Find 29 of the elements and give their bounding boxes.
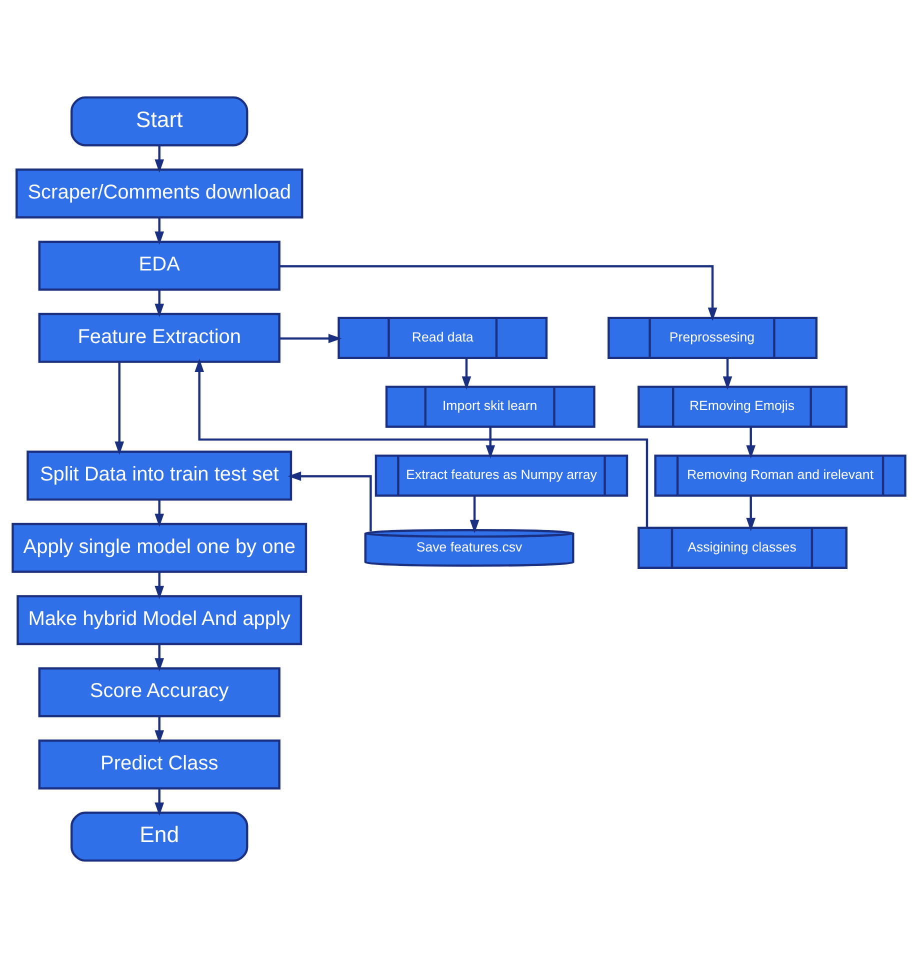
arrow: [114, 362, 124, 455]
arrow: [154, 716, 164, 744]
node-box: End: [70, 812, 248, 862]
arrow: [154, 644, 164, 672]
arrow: [486, 427, 496, 459]
arrow: [746, 496, 756, 532]
arrow: [154, 500, 164, 528]
arrow: [462, 358, 472, 390]
node-box: Scraper/Comments download: [16, 168, 304, 219]
arrow: [154, 145, 164, 173]
node-box: EDA: [38, 240, 280, 291]
arrow: [279, 265, 718, 321]
node-box: Start: [70, 96, 248, 146]
node-box: Predict Class: [38, 739, 280, 790]
node-box: Score Accuracy: [38, 667, 280, 718]
node-box: Split Data into train test set: [26, 450, 292, 501]
arrow: [154, 218, 164, 245]
arrow: [154, 290, 164, 318]
arrow: [288, 472, 372, 532]
arrow: [722, 358, 732, 390]
arrow: [279, 334, 342, 344]
arrow: [194, 358, 648, 528]
node-box: Feature Extraction: [38, 312, 280, 363]
arrow: [154, 788, 164, 816]
node-box: Make hybrid Model And apply: [16, 595, 302, 646]
arrow: [470, 496, 480, 534]
arrow: [746, 427, 756, 459]
arrow: [154, 572, 164, 600]
node-box: Apply single model one by one: [12, 522, 308, 573]
